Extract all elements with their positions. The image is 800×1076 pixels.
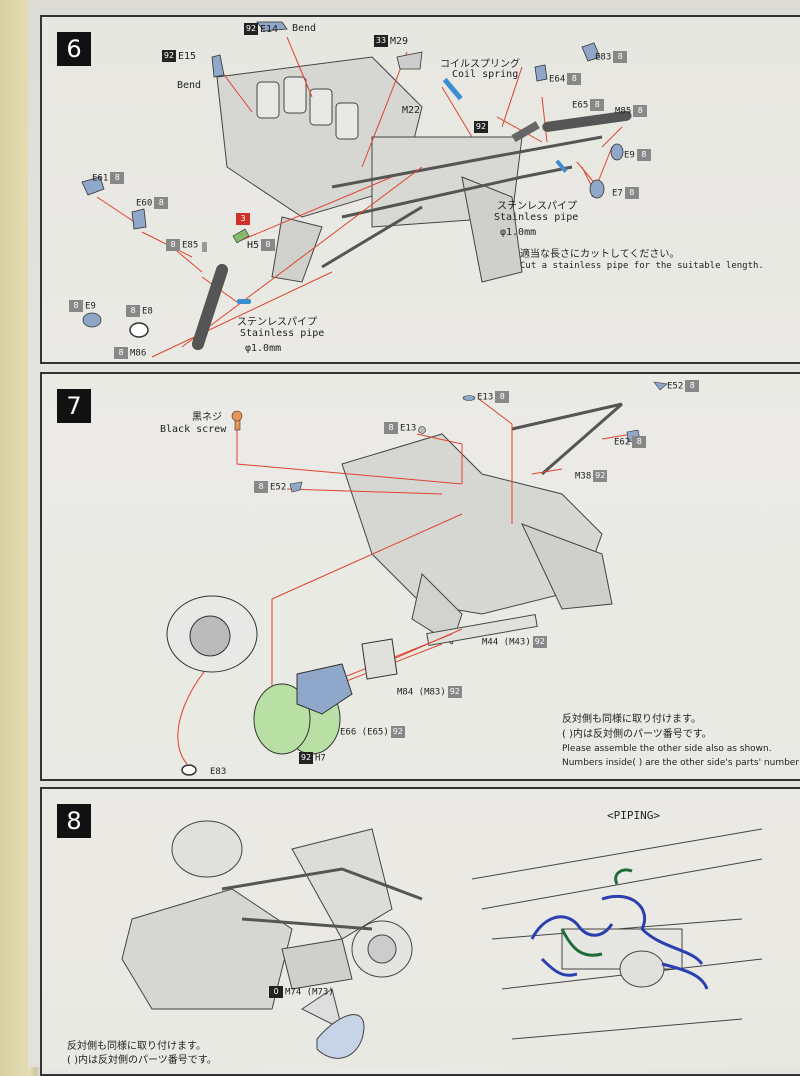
piping-detail-illustration bbox=[471, 828, 763, 1040]
stainless-pipe-left-jp: ステンレスパイプ bbox=[237, 317, 317, 328]
step-7-note-jp1: 反対側も同様に取り付けます。 bbox=[562, 714, 701, 725]
gearbox-illustration bbox=[341, 433, 613, 647]
step-7-note-en1: Please assemble the other side also as s… bbox=[562, 744, 772, 754]
cut-note-en: Cut a stainless pipe for the suitable le… bbox=[520, 261, 764, 271]
part-m84-label: M84 (M83)92 bbox=[397, 686, 462, 698]
step-7-note-jp2: ( )内は反対側のパーツ番号です。 bbox=[562, 729, 712, 740]
black-screw-jp: 黒ネジ bbox=[192, 412, 222, 423]
bend-label-top: Bend bbox=[292, 23, 317, 34]
small-parts bbox=[81, 21, 632, 351]
coil-spring-en: Coil spring bbox=[452, 69, 519, 80]
step-7-panel: 7 bbox=[40, 372, 800, 781]
black-screw-en: Black screw bbox=[160, 424, 227, 435]
assembled-gearbox-illustration bbox=[121, 820, 413, 1059]
step-8-diagram bbox=[121, 820, 763, 1059]
piping-title: <PIPING> bbox=[607, 809, 660, 822]
step-7-note-en2: Numbers inside( ) are the other side's p… bbox=[562, 758, 800, 768]
step-6-panel: 6 bbox=[40, 15, 800, 364]
part-e83-label-7: E83 bbox=[210, 767, 227, 777]
part-e66-label: E66 (E65)92 bbox=[340, 726, 405, 738]
step-6-diagram bbox=[81, 21, 632, 358]
suspension-arms-illustration bbox=[321, 135, 603, 269]
step-7-number: 7 bbox=[57, 389, 91, 423]
part-badge-92: 92 bbox=[474, 121, 488, 133]
step-8-note-jp1: 反対側も同様に取り付けます。 bbox=[67, 1041, 206, 1052]
stainless-pipe-right-dia: φ1.0mm bbox=[500, 227, 537, 238]
cut-note-jp: 適当な長さにカットしてください。 bbox=[520, 249, 680, 260]
upper-arm-illustration bbox=[511, 402, 623, 476]
step-7-parts bbox=[166, 381, 668, 776]
step-8-note-jp2: ( )内は反対側のパーツ番号です。 bbox=[67, 1055, 217, 1066]
part-m44-label: M44 (M43)92 bbox=[482, 636, 547, 648]
stainless-pipe-right-jp: ステンレスパイプ bbox=[497, 201, 577, 212]
stainless-pipe-right-en: Stainless pipe bbox=[494, 212, 579, 223]
stainless-pipe-left-dia: φ1.0mm bbox=[245, 343, 282, 354]
part-m22-label: M22 bbox=[402, 105, 421, 116]
step-8-number: 8 bbox=[57, 804, 91, 838]
piping-lines bbox=[530, 868, 709, 990]
step-8-panel: 8 <PIPING> bbox=[40, 787, 800, 1076]
coil-spring-jp: コイルスプリング bbox=[440, 59, 520, 70]
part-h5-label: 3 bbox=[234, 213, 252, 225]
step-6-number: 6 bbox=[57, 32, 91, 66]
bend-label-left: Bend bbox=[177, 80, 202, 91]
stainless-pipe-left-en: Stainless pipe bbox=[240, 328, 325, 339]
step-7-diagram bbox=[166, 381, 668, 776]
